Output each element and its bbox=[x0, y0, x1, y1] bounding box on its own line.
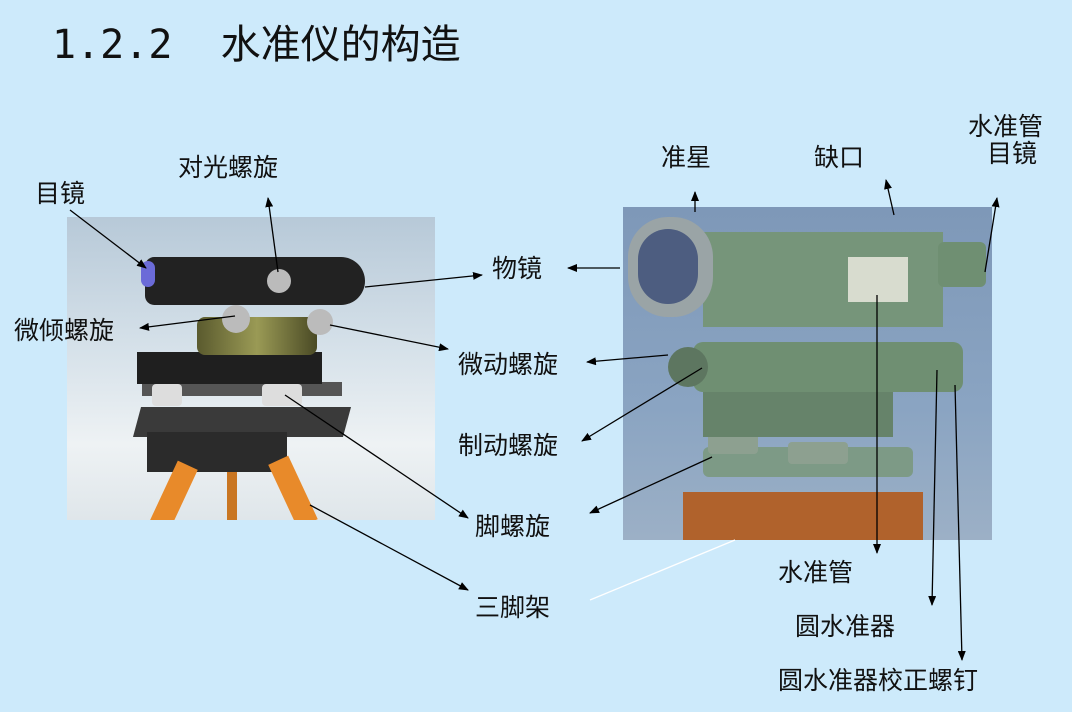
arrow-tilt-screw bbox=[139, 315, 236, 331]
arrow-clamp-screw bbox=[581, 367, 703, 442]
label-objective: 物镜 bbox=[492, 254, 543, 283]
arrow-tripod-right bbox=[589, 539, 736, 601]
arrow-focus-knob bbox=[265, 197, 279, 273]
arrow-circular-level-screw bbox=[954, 384, 966, 661]
label-clamp-screw: 制动螺旋 bbox=[458, 431, 559, 460]
label-focus-knob: 对光螺旋 bbox=[178, 153, 279, 182]
label-tube-level-eyepiece-line2: 目镜 bbox=[987, 139, 1038, 168]
label-fine-motion: 微动螺旋 bbox=[458, 350, 559, 379]
label-notch: 缺口 bbox=[814, 143, 865, 172]
arrow-notch bbox=[884, 179, 895, 216]
arrow-tripod bbox=[309, 504, 469, 591]
label-foot-screw: 脚螺旋 bbox=[475, 512, 551, 541]
label-tilt-screw: 微倾螺旋 bbox=[14, 316, 115, 345]
page-title: 1.2.2 水准仪的构造 bbox=[52, 22, 461, 68]
label-tube-level-eyepiece-line1: 水准管 bbox=[968, 112, 1044, 141]
label-tube-level: 水准管 bbox=[778, 558, 854, 587]
arrow-foot-screw-left bbox=[284, 394, 469, 519]
label-front-sight: 准星 bbox=[661, 143, 712, 172]
arrow-fine-motion-right bbox=[586, 354, 669, 366]
arrow-foot-screw-right bbox=[589, 456, 713, 514]
arrow-eyepiece bbox=[69, 209, 147, 269]
label-eyepiece: 目镜 bbox=[35, 179, 86, 208]
arrow-tube-level-eyepiece bbox=[984, 197, 1000, 273]
level-photo-left bbox=[67, 217, 435, 520]
label-tripod: 三脚架 bbox=[475, 593, 551, 622]
label-circular-level-screw: 圆水准器校正螺钉 bbox=[778, 666, 979, 695]
arrow-circular-level bbox=[928, 369, 938, 606]
level-photo-right bbox=[623, 207, 992, 540]
label-circular-level: 圆水准器 bbox=[795, 612, 896, 641]
arrow-objective-left bbox=[364, 271, 483, 288]
arrow-fine-motion-left bbox=[329, 324, 449, 352]
